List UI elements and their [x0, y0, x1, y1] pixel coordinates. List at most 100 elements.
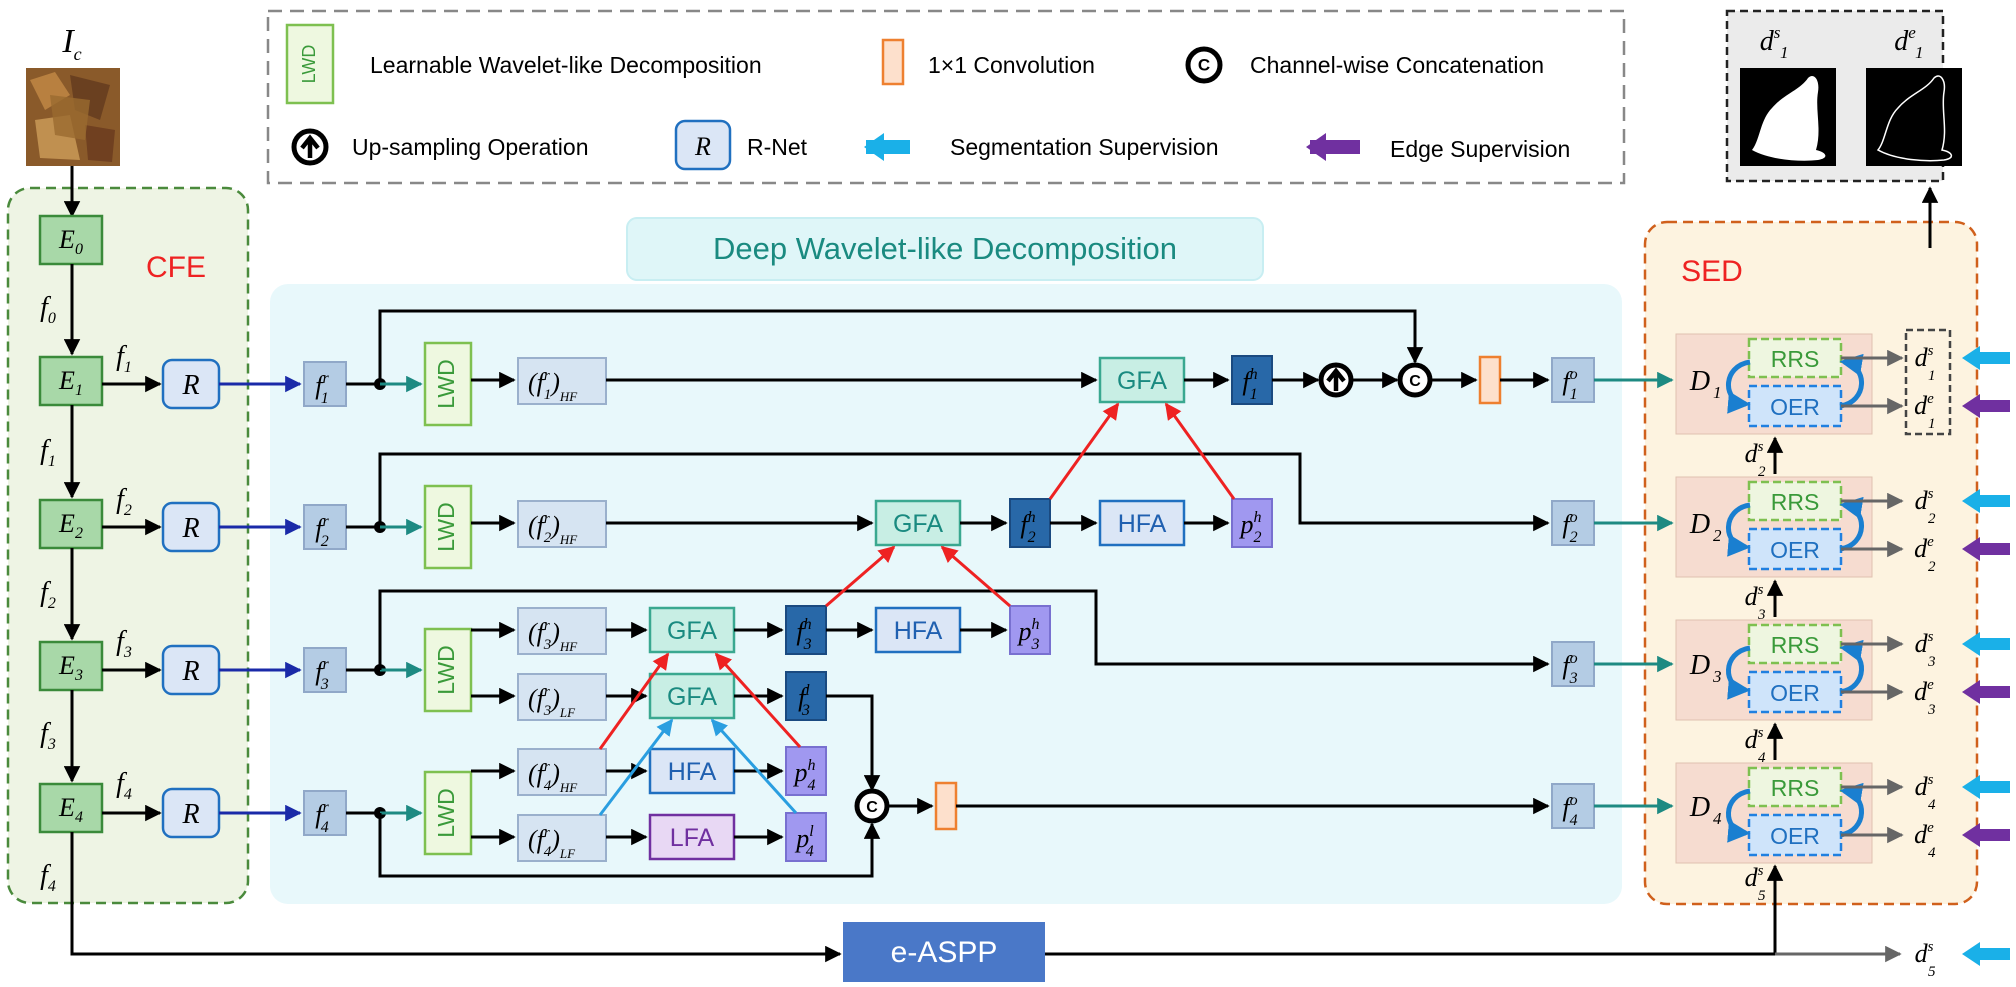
gfa-1-label: GFA: [1117, 367, 1167, 395]
rrs-label-3: RRS: [1771, 632, 1820, 658]
svg-text:E1: E1: [58, 366, 83, 399]
f-o-box-1: [1551, 357, 1595, 403]
f2-side-label: f2: [116, 484, 132, 519]
f-h-box-2: [1009, 498, 1051, 548]
svg-text:C: C: [1198, 55, 1210, 74]
d-e-label-2: de: [1914, 534, 1934, 563]
gfa-1: GFA: [1098, 356, 1186, 404]
f3-down-label: f3: [40, 718, 56, 753]
legend-conv-icon: [881, 38, 905, 86]
rrs-4: [1747, 766, 1843, 808]
input-label: Ic: [61, 23, 81, 64]
rnet-label-1: R: [181, 370, 199, 401]
f0-label: f0: [40, 292, 56, 327]
hf-2: [517, 500, 607, 548]
lwd-block-2: [423, 484, 473, 570]
f1-side-label: f1: [116, 341, 132, 376]
input-image: Ic: [26, 23, 120, 166]
lwd-block-4: [423, 770, 473, 856]
cfe-encoder: CFE E0 E1 E2 E3 E4 f0 f1 f2 f3 f4 f1 f2 …: [38, 214, 206, 895]
legend: LWD Learnable Wavelet-like Decomposition…: [266, 9, 1626, 185]
gfa-2-label: GFA: [893, 510, 943, 538]
legend-lwd-text: Learnable Wavelet-like Decomposition: [370, 52, 762, 78]
d-s-label-3: ds: [1915, 629, 1934, 658]
p-h-box-4: [785, 746, 827, 796]
svg-text:C: C: [1409, 373, 1421, 390]
gfa-3-label: GFA: [667, 617, 717, 645]
d-s-up-label-2: ds: [1745, 439, 1764, 468]
lwd-label-2: LWD: [433, 502, 459, 551]
gfa-3-low: GFA: [648, 672, 736, 720]
lwd-label-4: LWD: [433, 788, 459, 837]
rnet-label-2: R: [181, 513, 199, 544]
encoder-block-e4: [38, 782, 104, 834]
encoder-block-e0: [38, 214, 104, 266]
svg-text:2: 2: [1713, 526, 1722, 545]
lfa-4-label: LFA: [670, 824, 715, 852]
svg-text:2: 2: [1928, 511, 1936, 527]
svg-text:1: 1: [1915, 43, 1924, 62]
d-e-label-3: de: [1914, 677, 1934, 706]
svg-text:E4: E4: [58, 793, 83, 826]
f-r-box-2: [303, 504, 347, 550]
d5-s-out-label: ds: [1915, 939, 1934, 968]
svg-text:D: D: [1689, 509, 1710, 540]
e-aspp-label: e-ASPP: [891, 936, 998, 969]
svg-text:4: 4: [1713, 809, 1722, 828]
svg-text:4: 4: [1758, 750, 1766, 766]
lfa-4: LFA: [648, 813, 736, 861]
legend-upsample-text: Up-sampling Operation: [352, 134, 589, 160]
svg-text:5: 5: [1758, 888, 1766, 904]
legend-edge-text: Edge Supervision: [1390, 136, 1570, 162]
svg-text:E2: E2: [58, 509, 83, 542]
dwd-panel: [270, 284, 1622, 904]
svg-text:D: D: [1689, 366, 1710, 397]
concat-4: C: [854, 788, 890, 824]
e-aspp-block: e-ASPP: [843, 922, 1045, 982]
legend-concat-icon: [1185, 46, 1223, 84]
rrs-label-4: RRS: [1771, 775, 1820, 801]
svg-text:1: 1: [1713, 383, 1722, 402]
gfa-2: GFA: [874, 499, 962, 547]
rrs-label-2: RRS: [1771, 489, 1820, 515]
dwd-title: Deep Wavelet-like Decomposition: [713, 231, 1177, 266]
d-s-up-label-4: ds: [1745, 725, 1764, 754]
hfa-3-label: HFA: [894, 617, 943, 645]
svg-text:3: 3: [1757, 607, 1766, 623]
lwd-label-1: LWD: [433, 359, 459, 408]
rnet-label-4: R: [181, 799, 199, 830]
output-panel-ds-label: ds: [1760, 23, 1781, 57]
hfa-4-label: HFA: [668, 758, 717, 786]
svg-text:1: 1: [1928, 368, 1936, 384]
svg-text:1: 1: [1780, 43, 1789, 62]
p-h-box-2: [1231, 498, 1273, 548]
svg-text:3: 3: [1712, 667, 1722, 686]
lwd-block-1: [423, 341, 473, 427]
rrs-2: [1747, 480, 1843, 522]
legend-upsample-icon: [291, 128, 329, 166]
oer-label-3: OER: [1770, 680, 1820, 706]
concat-1: C: [1397, 362, 1433, 398]
legend-lwd-icon-text: LWD: [299, 45, 319, 84]
f2-down-label: f2: [40, 577, 56, 612]
gfa-3: GFA: [648, 606, 736, 654]
svg-text:5: 5: [1928, 964, 1936, 980]
d1-output-box: [1904, 328, 1952, 436]
svg-text:E0: E0: [58, 225, 83, 258]
legend-lwd-icon: [285, 23, 335, 105]
output-panel-de-label: de: [1894, 23, 1916, 57]
